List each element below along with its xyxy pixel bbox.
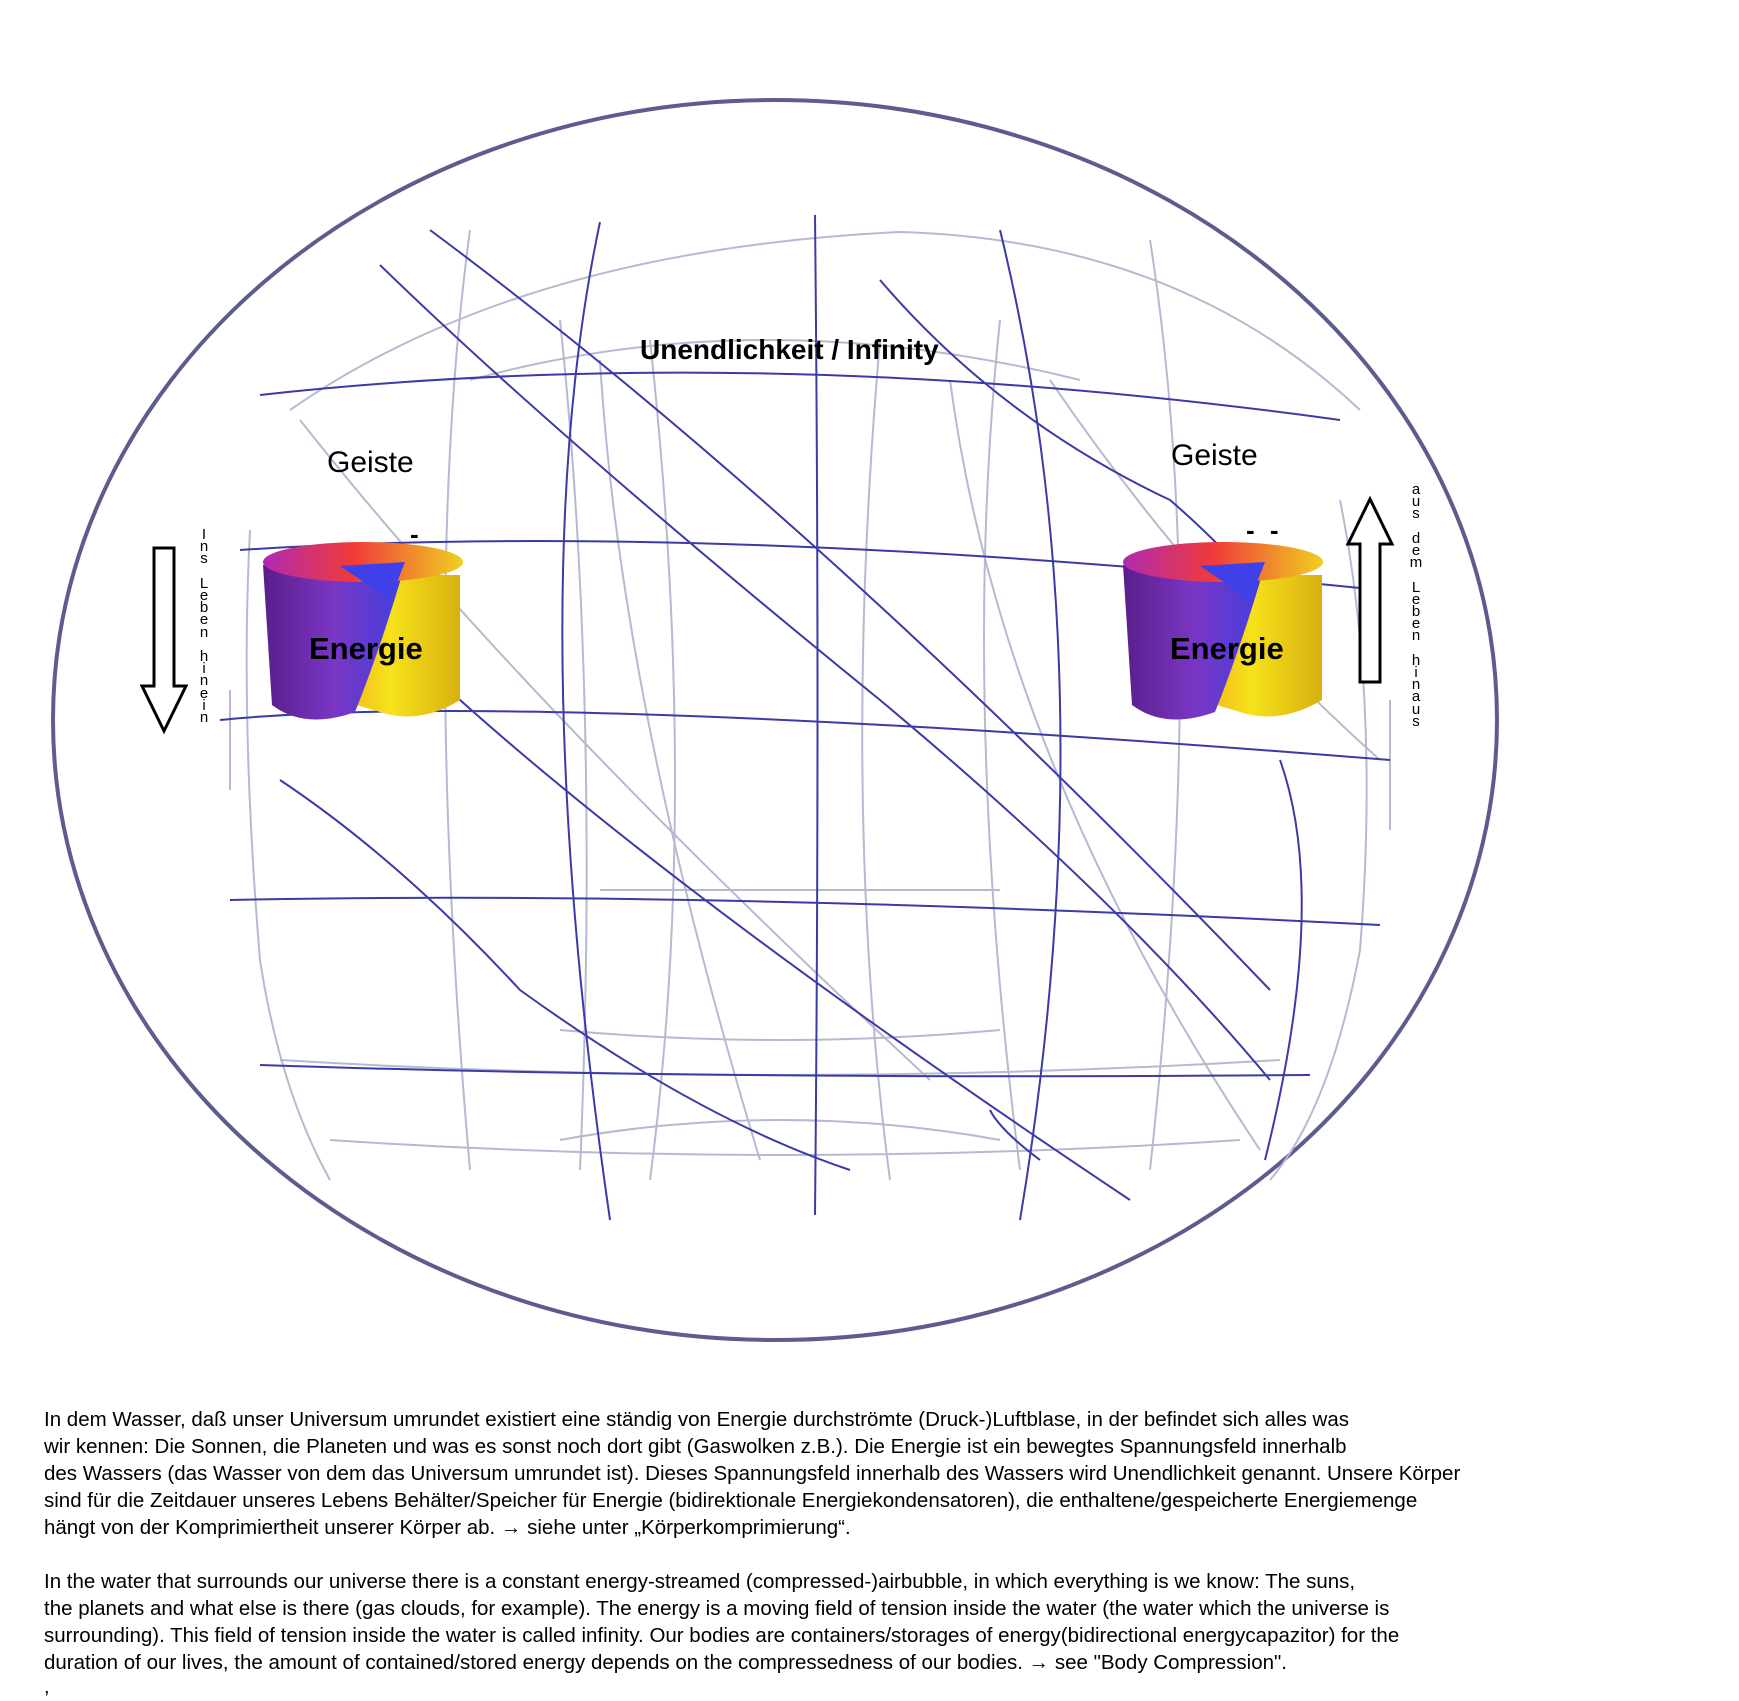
left-vertical-caption: I n s L e b e n h i n e i n [199,526,209,727]
left-spirit-label: Geiste [327,446,414,479]
trailing-comma: , [44,1676,50,1698]
german-description: In dem Wasser, daß unser Universum umrun… [44,1408,1461,1539]
diagram-title: Unendlichkeit / Infinity [640,334,939,365]
right-energy-label: Energie [1170,631,1284,666]
left-energy-label: Energie [309,631,423,666]
right-polarity-sign: - - [1246,515,1283,545]
right-spirit-label: Geiste [1171,439,1258,472]
right-energy-cylinder [1123,542,1323,720]
left-energy-cylinder [263,542,463,720]
arrow-up-icon [1345,495,1395,684]
right-vertical-caption: a u s d e m L e b e n h i n a u s [1409,481,1423,730]
outer-bubble [51,98,1499,1342]
arrow-down-icon [139,546,189,735]
english-description: In the water that surrounds our universe… [44,1570,1400,1674]
infinity-grid-faint [229,229,1391,1181]
left-polarity-sign: - [410,519,419,549]
